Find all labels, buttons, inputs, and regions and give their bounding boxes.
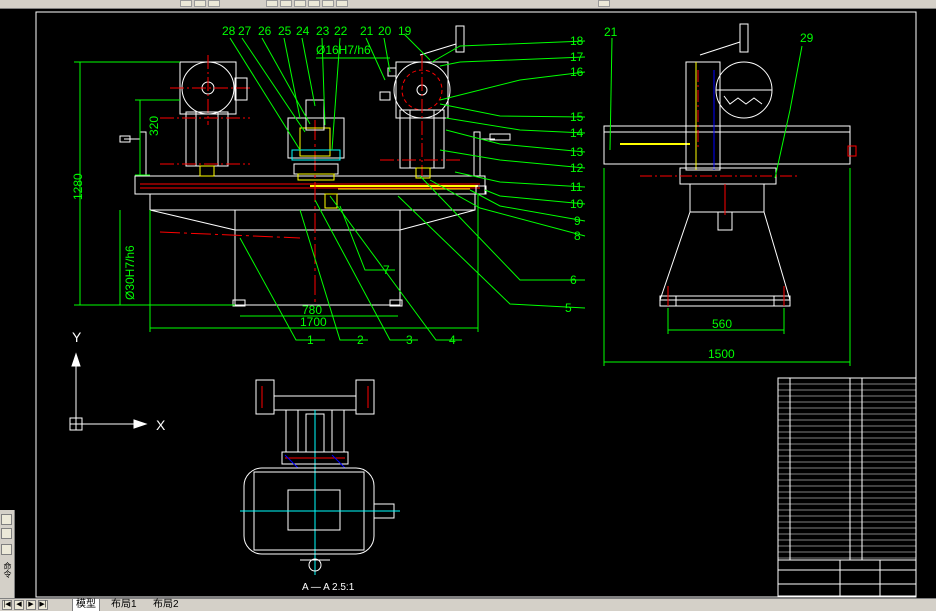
first-tab-button[interactable]: |◀: [2, 600, 12, 610]
toolbar-button[interactable]: [266, 0, 278, 7]
left-toolbar: 命令: [0, 510, 15, 598]
balloon-24: 24: [296, 24, 310, 38]
section-view: [240, 379, 400, 575]
balloon-12: 12: [570, 161, 584, 175]
command-label: 命令: [3, 562, 12, 578]
balloon-6: 6: [570, 273, 577, 287]
balloon-19: 19: [398, 24, 412, 38]
toolbar-button[interactable]: [598, 0, 610, 7]
balloon-3: 3: [406, 333, 413, 347]
section-label: A — A 2.5:1: [302, 582, 355, 593]
layout-tab-bar: |◀ ◀ ▶ ▶| 模型 布局1 布局2: [0, 598, 936, 611]
front-balloons-right: 18 17 16 15 14 13 12 11 10 9 8 6 5: [565, 34, 584, 315]
balloon-14: 14: [570, 126, 584, 140]
balloon-5: 5: [565, 301, 572, 315]
dim-1700: 1700: [300, 315, 327, 329]
balloon-17: 17: [570, 50, 584, 64]
toolbar-icon[interactable]: [1, 514, 12, 525]
balloon-15: 15: [570, 110, 584, 124]
tab-layout2[interactable]: 布局2: [153, 599, 179, 610]
balloon-13: 13: [570, 145, 584, 159]
balloon-side-29: 29: [800, 31, 814, 45]
balloon-25: 25: [278, 24, 292, 38]
next-tab-button[interactable]: ▶: [26, 600, 36, 610]
front-view: [119, 25, 511, 307]
toolbar-icon[interactable]: [1, 544, 12, 555]
toolbar-button[interactable]: [208, 0, 220, 7]
front-balloons-bottom: 1 2 3 4 7: [307, 263, 456, 347]
dim-780: 780: [302, 303, 322, 317]
balloon-18: 18: [570, 34, 584, 48]
front-view-dimension-labels: 1280 320 Ø30H7/h6 780 1700 Ø16H7/h6: [71, 43, 371, 329]
last-tab-button[interactable]: ▶|: [38, 600, 48, 610]
balloon-8: 8: [574, 229, 581, 243]
front-view-dimensions: [74, 57, 479, 332]
balloon-side-21: 21: [604, 25, 618, 39]
ucs-y-label: Y: [72, 329, 82, 345]
top-toolbar: [0, 0, 936, 9]
side-view-labels: 21 29 560 1500: [604, 25, 814, 361]
balloon-23: 23: [316, 24, 330, 38]
prev-tab-button[interactable]: ◀: [14, 600, 24, 610]
ucs-x-label: X: [156, 417, 166, 433]
drawing-frame: [35, 11, 917, 598]
dim-560: 560: [712, 317, 732, 331]
dim-320: 320: [147, 116, 161, 136]
toolbar-button[interactable]: [280, 0, 292, 7]
balloon-26: 26: [258, 24, 272, 38]
side-view: [603, 23, 857, 307]
dim-tolerance-top: Ø16H7/h6: [316, 43, 371, 57]
balloon-28: 28: [222, 24, 236, 38]
balloon-9: 9: [574, 214, 581, 228]
dim-1280: 1280: [71, 173, 85, 200]
toolbar-button[interactable]: [194, 0, 206, 7]
tab-model[interactable]: 模型: [72, 599, 100, 611]
dim-1500: 1500: [708, 347, 735, 361]
front-balloons-top: 28 27 26 25 24 23 22 21 20 19: [222, 24, 412, 38]
drawing-canvas[interactable]: 1280 320 Ø30H7/h6 780 1700 Ø16H7/h6: [0, 8, 936, 598]
tab-layout1[interactable]: 布局1: [111, 599, 137, 610]
ucs-icon: [69, 352, 148, 431]
title-block: [777, 377, 917, 597]
toolbar-button[interactable]: [322, 0, 334, 7]
balloon-1: 1: [307, 333, 314, 347]
balloon-10: 10: [570, 197, 584, 211]
toolbar-icon[interactable]: [1, 528, 12, 539]
toolbar-button[interactable]: [294, 0, 306, 7]
balloon-21: 21: [360, 24, 374, 38]
toolbar-button[interactable]: [180, 0, 192, 7]
parts-list-rows: [778, 383, 916, 559]
dim-tolerance-side: Ø30H7/h6: [123, 245, 137, 300]
balloon-7: 7: [383, 263, 390, 277]
balloon-20: 20: [378, 24, 392, 38]
side-view-dimensions: [603, 37, 851, 366]
balloon-2: 2: [357, 333, 364, 347]
toolbar-button[interactable]: [308, 0, 320, 7]
front-leader-lines: [229, 33, 586, 341]
balloon-27: 27: [238, 24, 252, 38]
balloon-11: 11: [570, 180, 583, 194]
balloon-4: 4: [449, 333, 456, 347]
balloon-22: 22: [334, 24, 348, 38]
toolbar-button[interactable]: [336, 0, 348, 7]
balloon-16: 16: [570, 65, 584, 79]
